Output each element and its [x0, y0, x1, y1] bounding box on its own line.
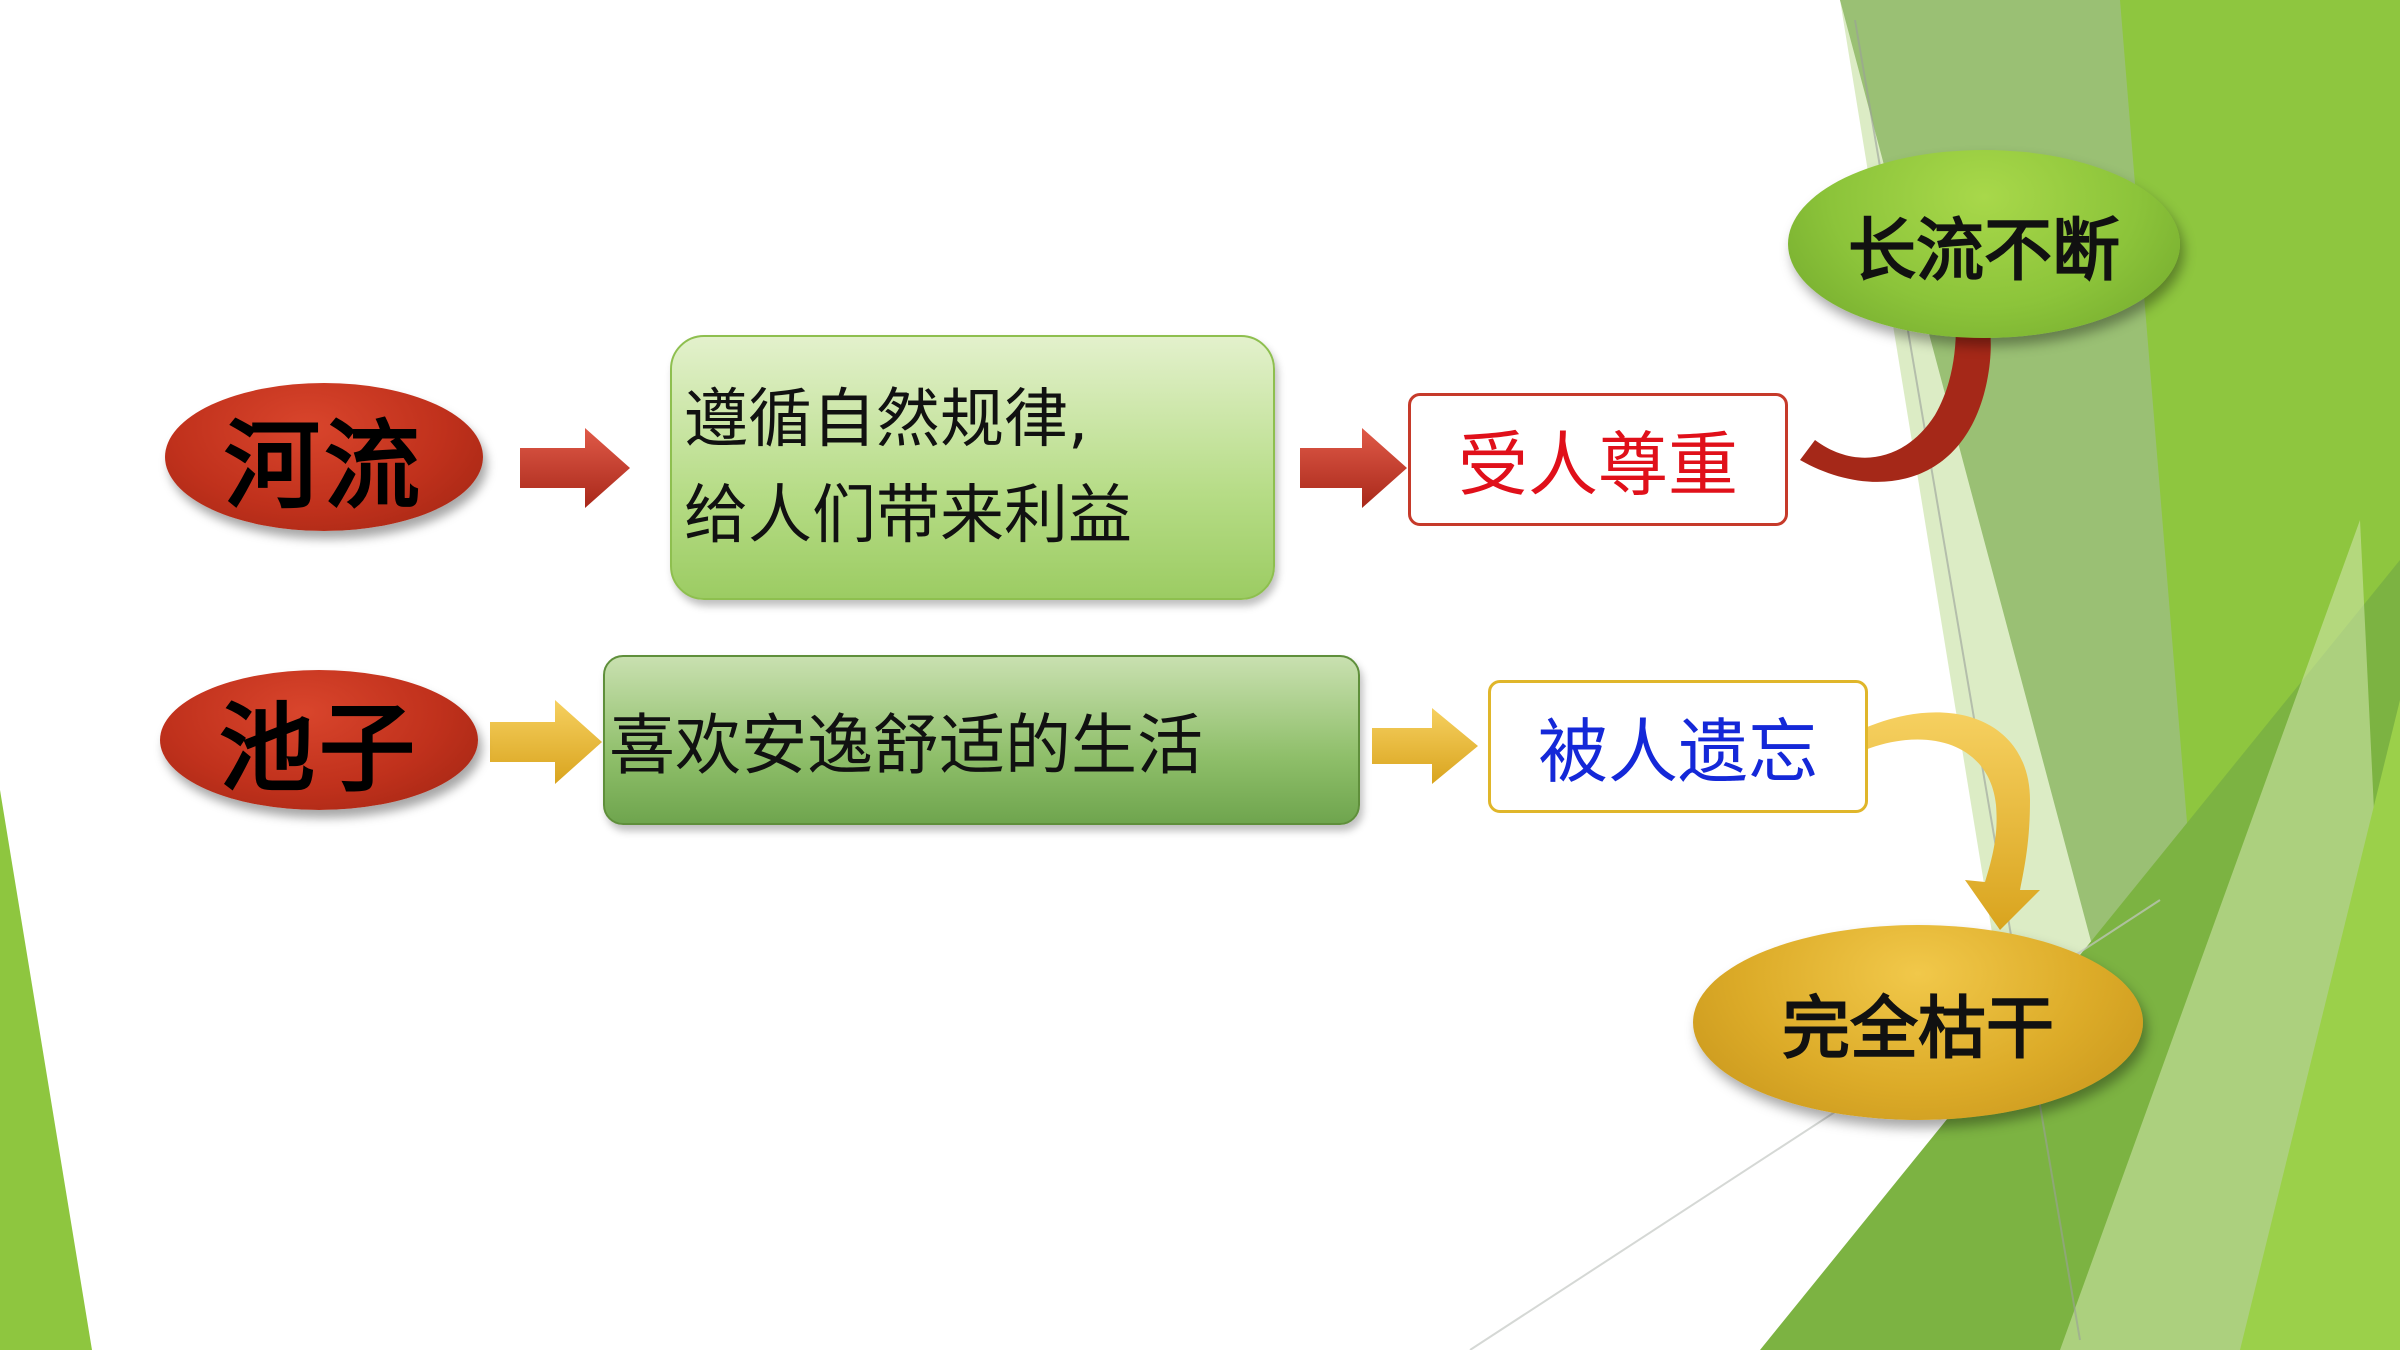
river-behavior-line-1: 遵循自然规律, — [684, 382, 1089, 457]
river-outcome-oval: 长流不断 — [1788, 150, 2180, 338]
river-behavior-line-2: 给人们带来利益 — [684, 478, 1132, 553]
pond-label: 池子 — [219, 692, 419, 805]
pond-behavior-box: 喜欢安逸舒适的生活 — [603, 655, 1360, 825]
river-result-box: 受人尊重 — [1408, 393, 1788, 526]
river-label: 河流 — [224, 409, 424, 522]
river-behavior-box: 遵循自然规律, 给人们带来利益 — [670, 335, 1275, 600]
pond-label-oval: 池子 — [160, 670, 478, 810]
pond-result: 被人遗忘 — [1538, 711, 1818, 793]
bg-shape-left-green — [0, 790, 92, 1350]
pond-outcome: 完全枯干 — [1781, 990, 2054, 1069]
bg-shape-lime-green — [2240, 700, 2400, 1350]
pond-behavior: 喜欢安逸舒适的生活 — [609, 707, 1203, 784]
river-result: 受人尊重 — [1458, 424, 1738, 506]
pond-result-box: 被人遗忘 — [1488, 680, 1868, 813]
river-label-oval: 河流 — [165, 383, 483, 531]
pond-outcome-oval: 完全枯干 — [1693, 925, 2143, 1120]
river-outcome: 长流不断 — [1847, 211, 2120, 291]
